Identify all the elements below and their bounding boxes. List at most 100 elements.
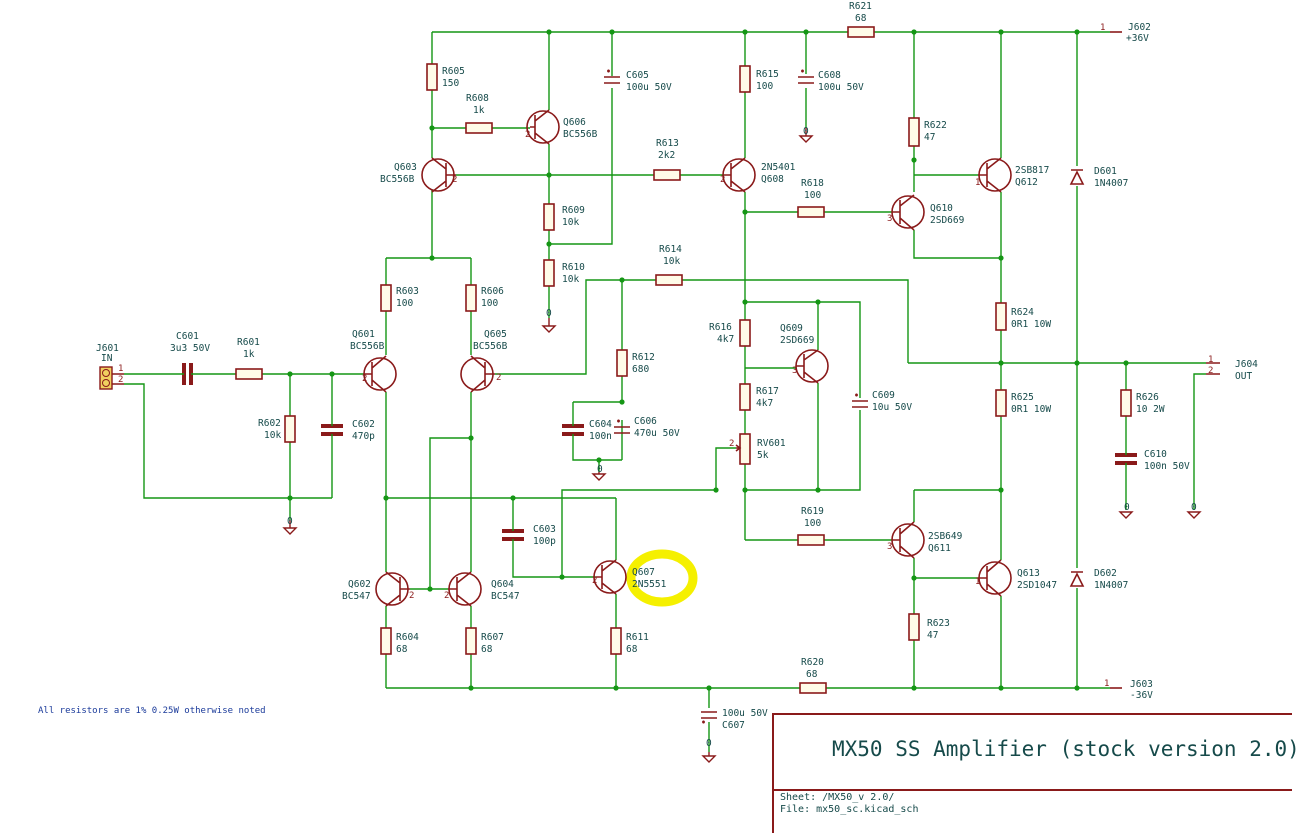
j602-ref: J602: [1128, 22, 1151, 33]
resistors-rv601-ref-label: RV601: [757, 438, 786, 449]
resistors-r614-ref-label: R614: [659, 244, 682, 255]
capacitors-c606-ref-label: C606: [634, 416, 657, 427]
resistors-r608-ref-label: R608: [466, 93, 489, 104]
gnd-label: 0: [803, 126, 809, 137]
resistors-r620-val-label: 68: [806, 669, 818, 680]
transistors-q605-ref-label: Q605: [484, 329, 507, 340]
pins-two-label: 2: [496, 373, 501, 383]
resistors-r601-ref-label: R601: [237, 337, 260, 348]
gnd-label: 0: [597, 464, 603, 475]
capacitors-c601-val-label: 3u3 50V: [170, 343, 210, 354]
transistors-q612-ref-label: Q612: [1015, 177, 1038, 188]
schematic-title: MX50 SS Amplifier (stock version 2.0): [832, 737, 1300, 761]
resistors-r606-ref-label: R606: [481, 286, 504, 297]
transistors-q605-val-label: BC556B: [473, 341, 508, 352]
transistors-q611-ref-label: Q611: [928, 543, 951, 554]
sheet-path: Sheet: /MX50_v 2.0/: [780, 792, 895, 803]
title-block-divider: [774, 789, 1292, 791]
transistors-q611-val-label: 2SB649: [928, 531, 963, 542]
pins-one-label: 1: [975, 178, 980, 188]
capacitors-c604-ref-label: C604: [589, 419, 612, 430]
j601-ref: J601: [96, 343, 119, 354]
transistors-q608-val-label: 2N5401: [761, 162, 796, 173]
pins-one-label: 1: [118, 364, 123, 374]
j602-name: +36V: [1126, 33, 1149, 44]
rv601-wiper-arrow: [735, 444, 742, 452]
resistors-r624-ref-label: R624: [1011, 307, 1034, 318]
pins-two-label: 2: [362, 374, 367, 384]
resistors-r616-val-label: 4k7: [717, 334, 734, 345]
resistors-r622-val-label: 47: [924, 132, 935, 143]
transistors-q613-ref-label: Q613: [1017, 568, 1040, 579]
pins-one-label: 1: [975, 577, 980, 587]
gnd-label: 0: [1191, 502, 1197, 513]
capacitors-c609-val-label: 10u 50V: [872, 402, 912, 413]
diodes-d602-ref-label: D602: [1094, 568, 1117, 579]
pins-three-label: 3: [792, 366, 797, 376]
schematic-canvas: J601 IN J602 +36V J603 -36V J604 OUT 1 2…: [96, 1, 1258, 763]
capacitors-c608-ref-label: C608: [818, 70, 841, 81]
resistors-r612-val-label: 680: [632, 364, 649, 375]
transistors-q613-val-label: 2SD1047: [1017, 580, 1057, 591]
resistors-r605-val-label: 150: [442, 78, 459, 89]
pins-two-label: 2: [118, 375, 123, 385]
resistors-r602-val-label: 10k: [264, 430, 281, 441]
diodes-d601-val-label: 1N4007: [1094, 178, 1128, 189]
title-block: MX50 SS Amplifier (stock version 2.0) Sh…: [772, 713, 1300, 833]
capacitors-c605-val-label: 100u 50V: [626, 82, 672, 93]
resistors-r611-ref-label: R611: [626, 632, 649, 643]
pins-two-label: 2: [729, 439, 734, 449]
junction-dots: [287, 29, 1129, 691]
j604-name: OUT: [1235, 371, 1252, 382]
pins-two-label: 2: [409, 591, 414, 601]
resistors-r614-val-label: 10k: [663, 256, 680, 267]
capacitors-c603-ref-label: C603: [533, 524, 556, 535]
pins-two-label: 2: [444, 591, 449, 601]
resistors-r623-val-label: 47: [927, 630, 938, 641]
gnd-label: 0: [546, 308, 552, 319]
gnd-label: 0: [706, 738, 712, 749]
resistors-r611-val-label: 68: [626, 644, 638, 655]
resistors-r613-val-label: 2k2: [658, 150, 675, 161]
resistors-r601-val-label: 1k: [243, 349, 255, 360]
j604-pins: [1206, 362, 1220, 375]
resistors-r620-ref-label: R620: [801, 657, 824, 668]
gnd-label: 0: [287, 516, 293, 527]
transistors-q612-val-label: 2SB817: [1015, 165, 1049, 176]
resistors-r615-val-label: 100: [756, 81, 773, 92]
pins-two-label: 2: [525, 130, 530, 140]
pins-two-label: 2: [1208, 366, 1213, 376]
pins-three-label: 3: [887, 542, 892, 552]
resistors-r615-ref-label: R615: [756, 69, 779, 80]
resistors-r621-val-label: 68: [855, 13, 867, 24]
diodes-d601-ref-label: D601: [1094, 166, 1117, 177]
resistors-r623-ref-label: R623: [927, 618, 950, 629]
resistors-rv601-val-label: 5k: [757, 450, 769, 461]
transistors-q602-val-label: BC547: [342, 591, 371, 602]
resistors-r606-val-label: 100: [481, 298, 498, 309]
resistors-r613-ref-label: R613: [656, 138, 679, 149]
capacitors-c608-val-label: 100u 50V: [818, 82, 864, 93]
resistors-r605-ref-label: R605: [442, 66, 465, 77]
pins-two-label: 2: [592, 576, 597, 586]
capacitors-c610-ref-label: C610: [1144, 449, 1167, 460]
resistors-r602-ref-label: R602: [258, 418, 281, 429]
capacitors-c606-val-label: 470u 50V: [634, 428, 680, 439]
capacitors-c607-ref-label: C607: [722, 720, 745, 731]
gnd-label: 0: [1124, 502, 1130, 513]
q607-highlight-mark: [626, 549, 698, 607]
resistors-r607-val-label: 68: [481, 644, 493, 655]
resistors-r626-val-label: 10 2W: [1136, 404, 1165, 415]
resistors-r610-val-label: 10k: [562, 274, 579, 285]
resistors-r607-ref-label: R607: [481, 632, 504, 643]
transistors-q609-ref-label: Q609: [780, 323, 803, 334]
pins-two-label: 2: [720, 175, 725, 185]
resistors-r610-ref-label: R610: [562, 262, 585, 273]
component-labels: J601 IN J602 +36V J603 -36V J604 OUT 1 2…: [96, 1, 1258, 749]
capacitors-c602-ref-label: C602: [352, 419, 375, 430]
transistors-q604-ref-label: Q604: [491, 579, 514, 590]
capacitors-c602-val-label: 470p: [352, 431, 375, 442]
resistors-r609-ref-label: R609: [562, 205, 585, 216]
pins-one-label: 1: [1208, 355, 1213, 365]
j603-name: -36V: [1130, 690, 1153, 701]
